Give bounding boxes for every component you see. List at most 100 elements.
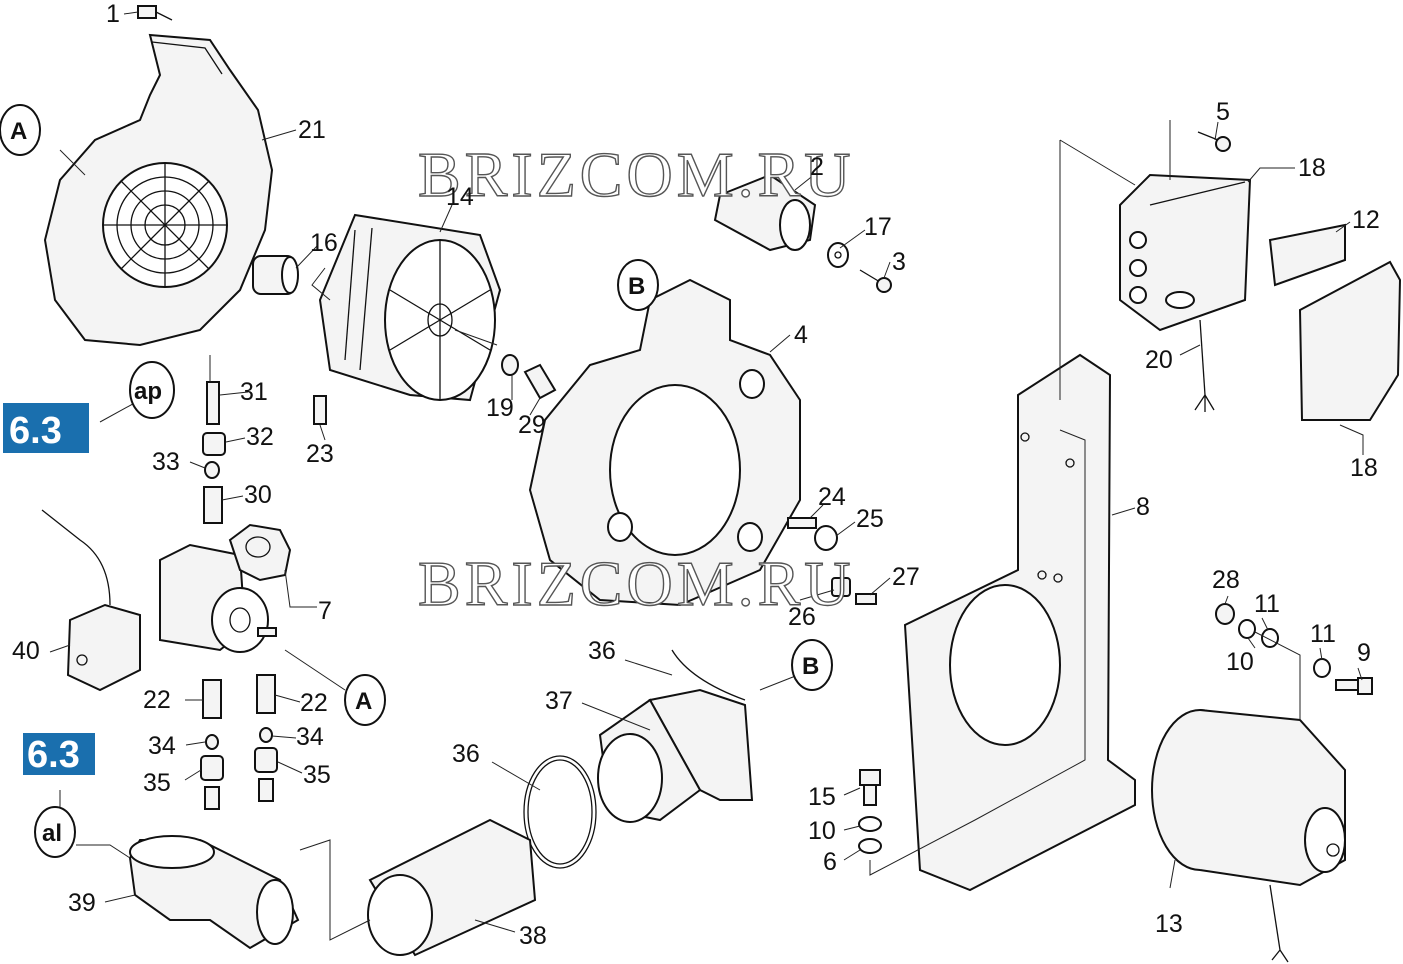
part-motor [1151, 709, 1346, 963]
label-4: 4 [794, 321, 808, 349]
label-24: 24 [818, 483, 846, 511]
label-33: 33 [152, 448, 180, 476]
part-nut-35b [254, 747, 278, 802]
part-elbow-39 [128, 835, 300, 950]
svg-text:al: al [42, 820, 62, 847]
section-badge-lower: 6.3 [23, 733, 95, 776]
label-2: 2 [810, 153, 824, 181]
label-10-right: 10 [1226, 648, 1254, 676]
label-3: 3 [892, 248, 906, 276]
part-fitting-22b [256, 674, 276, 714]
label-37: 37 [545, 687, 573, 715]
label-11-right: 11 [1310, 620, 1336, 648]
part-bolt-15 [859, 769, 881, 806]
label-23: 23 [306, 440, 334, 468]
part-seal-33 [204, 461, 220, 479]
svg-text:B: B [802, 653, 819, 680]
part-nut-26 [831, 577, 851, 597]
svg-text:A: A [10, 118, 27, 145]
label-14: 14 [446, 183, 474, 211]
ref-circle-B-top: B [617, 259, 659, 311]
label-34-right: 34 [296, 723, 324, 751]
part-fitting-30 [203, 486, 223, 524]
ref-circle-B-mid: B [791, 639, 833, 691]
part-nut-28 [1215, 603, 1235, 625]
ref-circle-al: al [34, 806, 76, 858]
part-coupling-16 [252, 255, 299, 295]
label-1: 1 [106, 0, 120, 28]
label-34-left: 34 [148, 732, 176, 760]
label-11-left: 11 [1254, 590, 1280, 618]
label-30: 30 [244, 481, 272, 509]
label-36-top: 36 [588, 637, 616, 665]
label-39: 39 [68, 889, 96, 917]
part-connector-40 [41, 509, 141, 692]
part-washer-17 [827, 242, 849, 268]
ref-circle-A-mid: A [344, 674, 386, 726]
part-bushing-19 [501, 354, 519, 376]
label-31: 31 [240, 378, 268, 406]
part-number-labels: 1 21 14 16 2 17 3 4 5 18 12 20 18 8 31 3… [12, 0, 1380, 950]
label-15: 15 [808, 783, 836, 811]
part-nut-35a [200, 755, 224, 810]
label-26: 26 [788, 603, 816, 631]
part-bracket-2 [713, 173, 817, 252]
part-washer-10 [1238, 619, 1256, 639]
label-29: 29 [518, 411, 546, 439]
label-17: 17 [864, 213, 892, 241]
svg-text:ap: ap [134, 378, 162, 405]
label-36-bottom: 36 [452, 740, 480, 768]
svg-text:A: A [355, 688, 372, 715]
ref-circle-A-top: A [0, 104, 41, 156]
label-8: 8 [1136, 493, 1150, 521]
part-terminal-strip [1268, 223, 1346, 287]
label-38: 38 [519, 922, 547, 950]
part-clamp-36b [523, 755, 597, 869]
label-22-left: 22 [143, 686, 171, 714]
part-fitting-22a [202, 679, 222, 719]
part-blower-housing [528, 278, 801, 607]
label-25: 25 [856, 505, 884, 533]
part-screw-5 [1197, 131, 1231, 152]
part-seal-34a [205, 734, 219, 750]
part-washer-11b [1313, 658, 1331, 678]
label-5: 5 [1216, 98, 1230, 126]
label-16: 16 [310, 229, 338, 257]
part-washer-6 [858, 838, 882, 854]
label-28: 28 [1212, 566, 1240, 594]
part-nut-32 [202, 432, 226, 456]
part-mounting-plate [903, 353, 1136, 892]
label-18-bottom: 18 [1350, 454, 1378, 482]
part-hose-38 [367, 818, 537, 957]
part-clamp-36a [671, 649, 746, 701]
label-12: 12 [1352, 206, 1380, 234]
part-screw-24 [787, 517, 817, 529]
label-6: 6 [823, 848, 837, 876]
part-washer-10b [858, 816, 882, 832]
label-20: 20 [1145, 346, 1173, 374]
part-screw-23 [313, 395, 327, 425]
part-pump [159, 523, 292, 653]
part-fan-cover [43, 33, 274, 347]
part-adapter-37 [597, 688, 754, 823]
part-seal-34b [259, 727, 273, 743]
watermark-middle: BRIZCOM.RU [418, 548, 855, 619]
label-22-right: 22 [300, 689, 328, 717]
svg-text:6.3: 6.3 [27, 734, 80, 776]
label-35-right: 35 [303, 761, 331, 789]
svg-text:6.3: 6.3 [9, 410, 62, 452]
part-washer-11a [1261, 628, 1279, 648]
label-21: 21 [298, 116, 326, 144]
svg-text:B: B [628, 273, 645, 300]
part-fan-wheel [318, 213, 502, 402]
label-40: 40 [12, 637, 40, 665]
part-screw-3 [859, 269, 892, 293]
part-cable-20 [1194, 319, 1215, 412]
part-pin-27 [855, 593, 877, 605]
label-32: 32 [246, 423, 274, 451]
part-pin-31 [206, 381, 220, 425]
part-sleeve-29 [523, 363, 557, 400]
part-bolt-9 [1335, 677, 1373, 695]
